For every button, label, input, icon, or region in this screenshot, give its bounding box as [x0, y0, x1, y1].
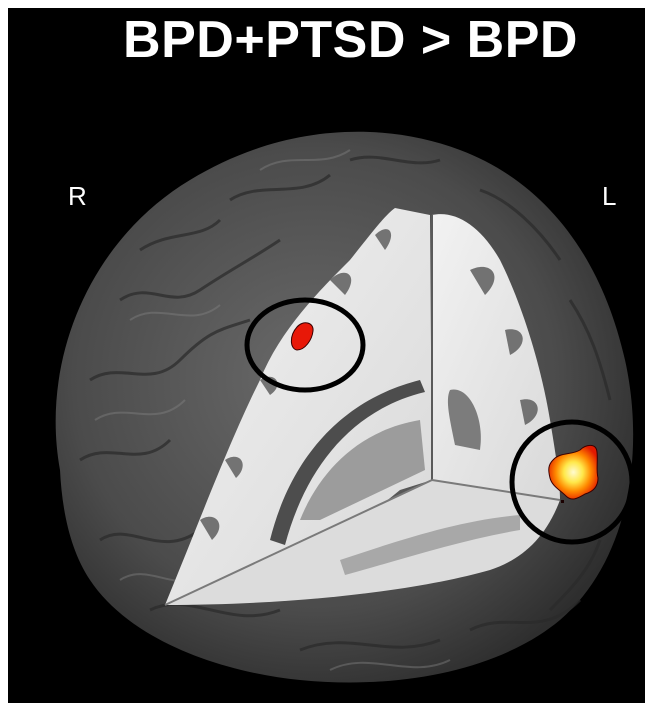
- brain-render: [55, 131, 635, 683]
- activation-blob-right: [290, 322, 314, 351]
- figure-panel: BPD+PTSD > BPD R L: [8, 8, 645, 703]
- roi-circle-right: [244, 297, 366, 393]
- deep-structures: [270, 380, 520, 575]
- right-hemisphere-label: R: [68, 181, 87, 211]
- figure-title: BPD+PTSD > BPD: [123, 11, 578, 69]
- activation-blob-left: [548, 444, 599, 500]
- roi-circle-left: [509, 419, 635, 545]
- left-hemisphere-label: L: [602, 181, 617, 211]
